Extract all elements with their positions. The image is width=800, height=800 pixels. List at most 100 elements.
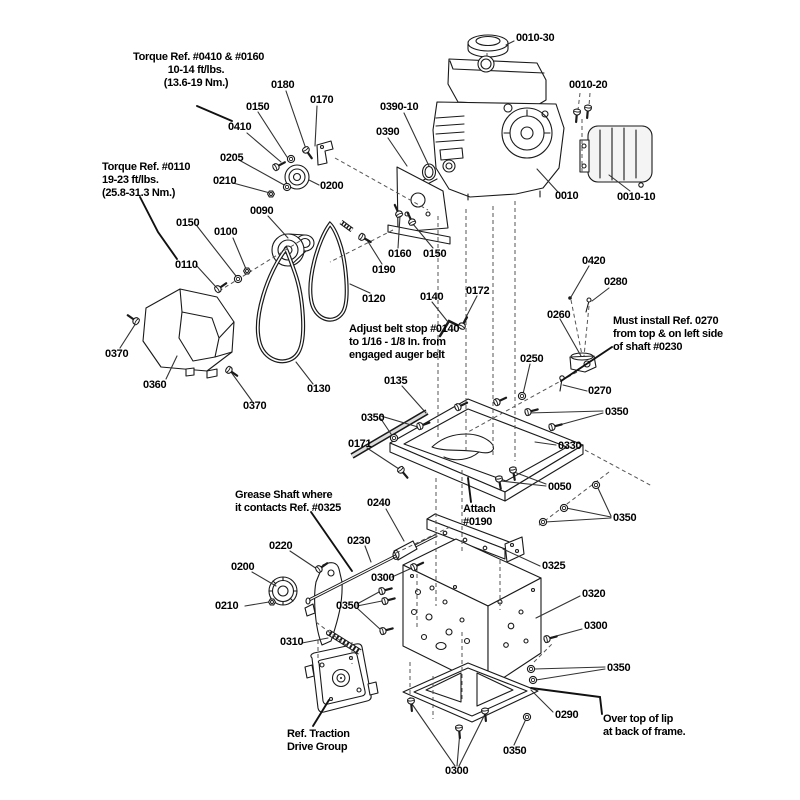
part-label-0280: 0280 [604, 276, 628, 288]
part-label-0180: 0180 [271, 79, 295, 91]
engine-drawing [414, 35, 565, 200]
part-label-0110: 0110 [175, 259, 198, 271]
part-label-0172: 0172 [466, 285, 490, 297]
note-must-install-line-0: Must install Ref. 0270 [613, 315, 719, 327]
part-label-0200: 0200 [231, 561, 255, 573]
traction-belt-drawing [310, 224, 346, 320]
part-label-0220: 0220 [269, 540, 293, 552]
part-label-0010: 0010 [555, 190, 579, 202]
part-label-0420: 0420 [582, 255, 606, 267]
part-label-0320: 0320 [582, 588, 606, 600]
part-label-0200: 0200 [320, 180, 344, 192]
leader-lines [120, 41, 630, 766]
part-label-0330: 0330 [558, 440, 582, 452]
support-channel-drawing [427, 514, 524, 562]
bracket-0325-drawing [505, 537, 524, 562]
part-label-0210: 0210 [215, 600, 239, 612]
spring-pin-drawing [341, 222, 352, 230]
note-torque-0110-line-1: 19-23 ft/lbs. [102, 174, 159, 186]
note-traction-group-line-0: Ref. Traction [287, 728, 350, 740]
part-label-0310: 0310 [280, 636, 304, 648]
note-over-top-line-1: at back of frame. [603, 726, 686, 738]
note-torque-0110-line-2: (25.8-31.3 Nm.) [102, 187, 176, 199]
part-label-0410: 0410 [228, 121, 252, 133]
frame-box-drawing [403, 539, 541, 688]
part-label-0300: 0300 [445, 765, 469, 777]
part-label-0230: 0230 [347, 535, 371, 547]
part-label-0150: 0150 [176, 217, 200, 229]
part-label-0050: 0050 [548, 481, 572, 493]
part-label-0350: 0350 [361, 412, 385, 424]
part-label-0090: 0090 [250, 205, 274, 217]
part-label-0350: 0350 [607, 662, 631, 674]
note-torque-0110-line-0: Torque Ref. #0110 [102, 161, 191, 173]
note-must-install-line-2: of shaft #0230 [613, 341, 683, 353]
part-label-0290: 0290 [555, 709, 579, 721]
part-label-0190: 0190 [372, 264, 396, 276]
part-label-0350: 0350 [613, 512, 637, 524]
part-label-0240: 0240 [367, 497, 391, 509]
part-label-0390: 0390 [376, 126, 400, 138]
alignment-dashed-lines [219, 93, 652, 719]
part-label-0150: 0150 [246, 101, 270, 113]
note-attach-0190-line-0: Attach [463, 503, 496, 515]
part-label-0270: 0270 [588, 385, 612, 397]
note-grease-shaft-line-1: it contacts Ref. #0325 [235, 502, 341, 514]
note-adjust-belt-line-2: engaged auger belt [349, 349, 445, 361]
fuel-cap-drawing [468, 35, 508, 57]
idler-bracket-drawing [317, 141, 333, 165]
idler-pulley-top-drawing [285, 165, 309, 189]
belt-cover-drawing [143, 289, 234, 378]
part-label-0150: 0150 [423, 248, 447, 260]
part-label-0010-10: 0010-10 [617, 191, 656, 203]
note-torque-0410-line-0: Torque Ref. #0410 & #0160 [133, 51, 265, 63]
note-adjust-belt-line-1: to 1/16 - 1/8 In. from [349, 336, 446, 348]
part-label-0170: 0170 [310, 94, 334, 106]
part-label-0390-10: 0390-10 [380, 101, 419, 113]
note-grease-shaft-line-0: Grease Shaft where [235, 489, 333, 501]
note-adjust-belt-line-0: Adjust belt stop #0140 [349, 323, 460, 335]
part-label-0205: 0205 [220, 152, 244, 164]
part-label-0370: 0370 [243, 400, 267, 412]
part-label-0325: 0325 [542, 560, 566, 572]
note-must-install-line-1: from top & on left side [613, 328, 723, 340]
part-label-0120: 0120 [362, 293, 386, 305]
part-label-0370: 0370 [105, 348, 129, 360]
note-attach-0190-line-1: #0190 [463, 516, 493, 528]
part-label-0350: 0350 [503, 745, 527, 757]
part-label-0260: 0260 [547, 309, 571, 321]
part-label-0130: 0130 [307, 383, 331, 395]
idler-arm-drawing [305, 563, 342, 645]
part-label-0171: 0171 [348, 438, 372, 450]
belt-stop-drawing [440, 321, 459, 336]
part-label-0135: 0135 [384, 375, 408, 387]
bottom-plate-drawing [403, 663, 538, 722]
part-label-0010-30: 0010-30 [516, 32, 555, 44]
part-label-0350: 0350 [336, 600, 360, 612]
part-label-0210: 0210 [213, 175, 237, 187]
clevis-drawing [560, 296, 596, 391]
note-torque-0410-line-2: (13.6-19 Nm.) [163, 77, 229, 89]
auger-belt-drawing [258, 249, 303, 361]
part-label-0300: 0300 [584, 620, 608, 632]
idler-pulley-bottom-drawing [269, 577, 297, 605]
part-label-0160: 0160 [388, 248, 412, 260]
part-label-0250: 0250 [520, 353, 544, 365]
part-label-0350: 0350 [605, 406, 629, 418]
part-label-0300: 0300 [371, 572, 395, 584]
part-label-0360: 0360 [143, 379, 167, 391]
fuel-tank-drawing [448, 59, 546, 106]
note-over-top-line-0: Over top of lip [603, 713, 674, 725]
note-traction-group-line-1: Drive Group [287, 741, 348, 753]
part-label-0010-20: 0010-20 [569, 79, 608, 91]
